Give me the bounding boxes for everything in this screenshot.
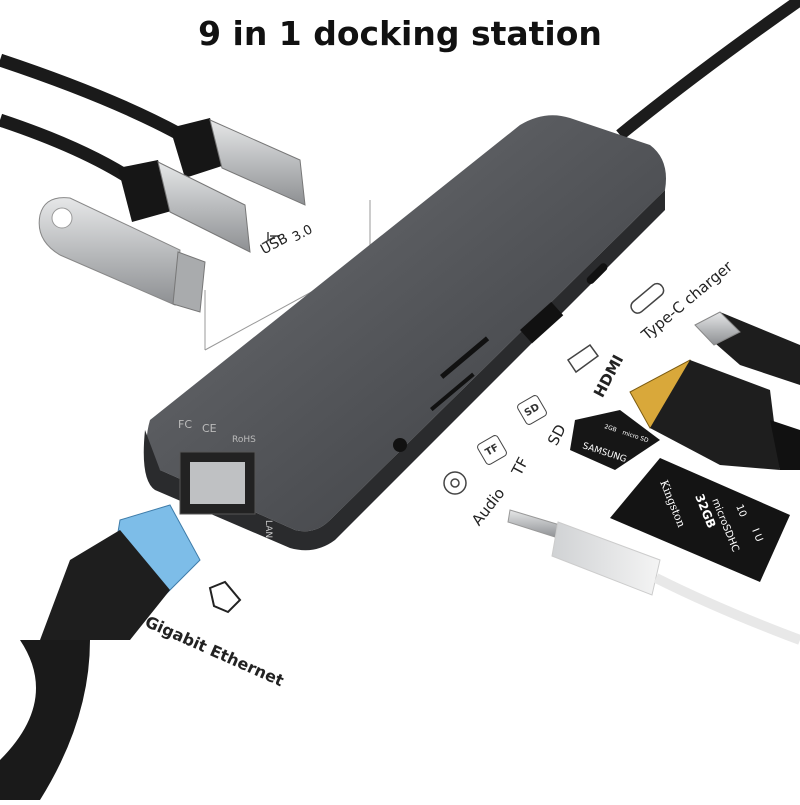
tf-slot	[430, 372, 475, 412]
typec-icon	[630, 282, 665, 314]
hub-fc-mark: FC	[178, 418, 192, 431]
audio-jack	[507, 509, 800, 645]
page-title: 9 in 1 docking station	[198, 14, 602, 53]
typec-connector	[694, 311, 800, 385]
sdcard-class: 10	[733, 503, 748, 519]
usb-plug-2	[118, 160, 251, 253]
hub-rohs-mark: RoHS	[232, 435, 256, 445]
microsd-card: SAMSUNG 2GB micro SD	[570, 410, 660, 470]
hdmi-connector	[629, 359, 800, 470]
rj45-connector	[0, 504, 201, 800]
usb-icon	[261, 232, 280, 245]
sd-card: Kingston 32GB microSDHC 10 I U	[610, 458, 790, 582]
sd-slot	[439, 336, 490, 379]
hub-cable	[616, 0, 800, 140]
docking-station-hub	[143, 115, 666, 551]
usb-flash-drive	[38, 197, 206, 313]
sdcard-uhs: I U	[749, 527, 764, 544]
ethernet-port-icon	[208, 580, 242, 614]
usb-plug-1	[170, 118, 306, 206]
hub-lan-label: LAN	[263, 520, 273, 538]
typec-port	[586, 263, 608, 285]
microsd-size: 2GB	[603, 423, 617, 434]
audio-icon	[443, 471, 467, 495]
hdmi-port	[520, 301, 564, 344]
audio-port	[393, 438, 407, 452]
hub-ce-mark: CE	[202, 422, 217, 435]
usb-cable-2	[0, 113, 144, 191]
hdmi-icon	[566, 343, 600, 374]
